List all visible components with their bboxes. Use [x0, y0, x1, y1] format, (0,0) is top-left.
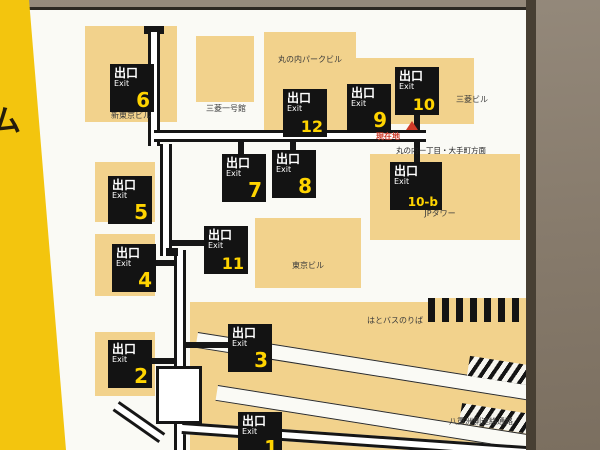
exit-badge-1: 出口 Exit 1 — [238, 412, 282, 450]
exit-en-label: Exit — [394, 177, 410, 186]
exit-en-label: Exit — [351, 99, 367, 108]
exit-number: 10 — [412, 95, 435, 114]
exit-en-label: Exit — [116, 259, 132, 268]
spine-joint — [166, 248, 178, 256]
exit-jp-label: 出口 — [116, 246, 141, 260]
exit-badge-5: 出口 Exit 5 — [108, 176, 152, 224]
exit-number: 8 — [298, 174, 312, 198]
exit-number: 9 — [373, 108, 387, 132]
exit-jp-label: 出口 — [208, 228, 233, 242]
map-panel: 丸の内パークビル 三菱ビル 新東京ビル 三菱一号館 JPタワー 東京ビル はとバ… — [28, 7, 528, 450]
building-label-mitsubishi-ichigokan: 三菱一号館 — [206, 104, 246, 113]
building-label-tokyo-bldg: 東京ビル — [292, 261, 324, 270]
exit-number: 4 — [138, 268, 152, 292]
exit-number: 10-b — [407, 195, 438, 209]
exit-jp-label: 出口 — [287, 91, 312, 105]
exit-number: 2 — [134, 364, 148, 388]
passage-spine-2 — [160, 144, 172, 256]
area-label-bus-stop: はとバスのりば — [367, 316, 423, 325]
you-are-here-label: 現在地 — [376, 132, 400, 141]
exit-badge-10b: 出口 Exit 10-b — [390, 162, 442, 210]
exit-badge-3: 出口 Exit 3 — [228, 324, 272, 372]
stub-exit-3 — [184, 342, 230, 348]
building-block-tokyo-bldg — [255, 218, 361, 288]
building-block-mitsubishi-ichigokan — [196, 36, 254, 102]
exit-jp-label: 出口 — [226, 156, 251, 170]
area-label-yaesu-passage: 八重洲側連絡通路 — [449, 417, 513, 426]
exit-en-label: Exit — [226, 169, 242, 178]
building-label-mitsubishi: 三菱ビル — [456, 95, 488, 104]
exit-en-label: Exit — [242, 427, 258, 436]
exit-jp-label: 出口 — [276, 152, 301, 166]
exit-badge-10: 出口 Exit 10 — [395, 67, 439, 115]
stub-exit-8 — [290, 140, 296, 152]
exit-en-label: Exit — [399, 82, 415, 91]
exit-badge-4: 出口 Exit 4 — [112, 244, 156, 292]
exit-number: 1 — [264, 436, 278, 450]
exit-badge-11: 出口 Exit 11 — [204, 226, 248, 274]
exit-number: 5 — [134, 200, 148, 224]
building-label-marunouchi-park: 丸の内パークビル — [278, 55, 342, 64]
exit-badge-12: 出口 Exit 12 — [283, 89, 327, 137]
spine-top-cap — [144, 26, 164, 34]
exit-badge-6: 出口 Exit 6 — [110, 64, 154, 112]
exit-badge-9: 出口 Exit 9 — [347, 84, 391, 132]
exit-jp-label: 出口 — [232, 326, 257, 340]
frame-partial-text: ム — [0, 104, 21, 139]
exit-en-label: Exit — [112, 191, 128, 200]
exit-number: 3 — [254, 348, 268, 372]
exit-number: 7 — [248, 178, 262, 202]
building-label-jp-tower: JPタワー — [424, 209, 456, 218]
exit-badge-7: 出口 Exit 7 — [222, 154, 266, 202]
exit-en-label: Exit — [232, 339, 248, 348]
exit-jp-label: 出口 — [399, 69, 424, 83]
bus-stop-hatch — [428, 298, 528, 322]
stub-exit-2 — [150, 358, 176, 364]
exit-number: 12 — [300, 117, 323, 136]
exit-en-label: Exit — [114, 79, 130, 88]
exit-jp-label: 出口 — [351, 86, 376, 100]
stub-exit-7 — [238, 140, 244, 156]
exit-en-label: Exit — [287, 104, 303, 113]
exit-badge-2: 出口 Exit 2 — [108, 340, 152, 388]
exit-jp-label: 出口 — [114, 66, 139, 80]
exit-jp-label: 出口 — [112, 342, 137, 356]
panel-edge-shadow — [526, 0, 536, 450]
you-are-here-marker-icon — [406, 121, 418, 130]
exit-number: 6 — [136, 88, 150, 112]
exit-jp-label: 出口 — [242, 414, 267, 428]
direction-label: 丸の内一丁目・大手町方面 — [396, 146, 486, 155]
exit-en-label: Exit — [276, 165, 292, 174]
exit-en-label: Exit — [208, 241, 224, 250]
exit-number: 11 — [221, 254, 244, 273]
stub-exit-4 — [154, 260, 176, 266]
exit-badge-8: 出口 Exit 8 — [272, 150, 316, 198]
concourse-area — [156, 366, 202, 424]
building-label-shin-tokyo: 新東京ビル — [111, 111, 151, 120]
exit-jp-label: 出口 — [394, 164, 419, 178]
stub-exit-10b — [414, 140, 420, 164]
exit-en-label: Exit — [112, 355, 128, 364]
stub-exit-11 — [170, 240, 206, 246]
exit-jp-label: 出口 — [112, 178, 137, 192]
